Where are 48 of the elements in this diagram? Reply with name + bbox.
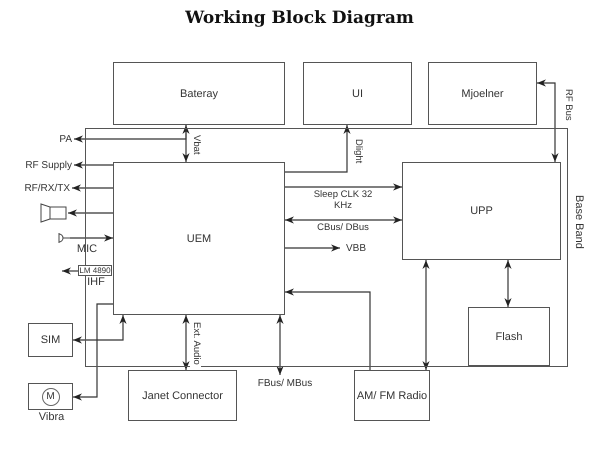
connector-arrow [70,234,113,242]
block-label: Bateray [180,88,218,100]
component-caption: IHF [86,277,106,288]
connector-arrow [285,183,402,191]
block-label: LM 4890 [79,266,111,275]
motor-symbol: M [42,388,60,406]
block-box [113,162,285,315]
connector-arrow [276,315,284,375]
block-box [113,62,285,125]
connector-arrow [74,161,113,169]
connector-arrow [182,125,190,162]
connector-arrow [285,288,371,370]
block-label: UEM [186,232,212,244]
connector-arrow [504,260,512,307]
connector-arrow [285,244,340,252]
connector-arrow [285,216,402,224]
connector-arrow [537,79,559,162]
connector-arrow [73,315,127,344]
diagram-title: Working Block Diagram [184,8,415,28]
block-label: Flash [496,330,522,342]
connector-arrow [285,125,351,173]
connector-arrow [68,209,113,217]
block-box [28,323,73,357]
connector-arrow [73,303,113,401]
block-box [468,307,550,366]
connector-arrow [422,260,430,370]
block-label: SIM [40,334,60,346]
block-label: UI [352,88,363,100]
signal-label: PA [46,132,72,146]
connector-arrow [72,184,113,192]
block-box [303,62,412,125]
signal-label: FBus/ MBus [250,376,320,390]
group-heading: Base Band [573,195,585,249]
signal-label: RF/RX/TX [10,181,70,195]
block-label: UPP [470,205,493,217]
connector-arrow [182,315,190,370]
block-box [402,162,561,260]
block-label: AM/ FM Radio [356,390,428,402]
signal-label: RF Supply [14,158,72,172]
block-label: Mjoelner [461,88,504,100]
connector-arrow [74,125,187,143]
block-box [128,370,237,421]
connector-arrow [62,267,78,275]
component-caption: Vibra [38,412,66,423]
block-box [354,370,430,421]
signal-label: VBB [342,241,370,255]
block-label: Janet Connector [142,390,223,402]
block-box [428,62,537,125]
